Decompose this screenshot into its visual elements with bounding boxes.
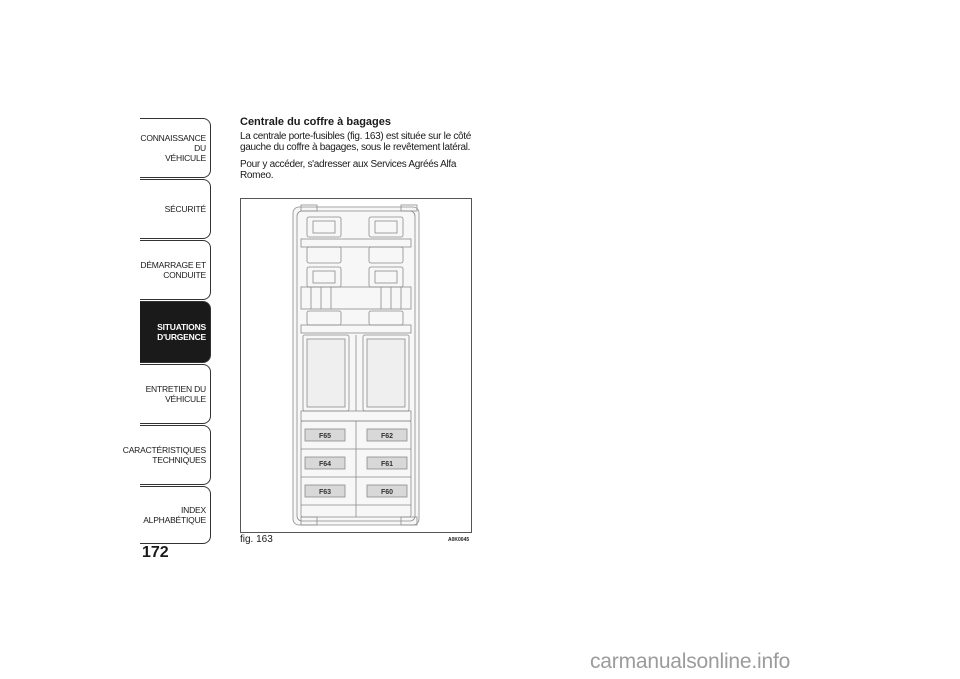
tab-entretien-du-vehicule[interactable]: ENTRETIEN DU VÉHICULE bbox=[140, 364, 211, 424]
paragraph-location: La centrale porte-fusibles (fig. 163) es… bbox=[240, 131, 472, 153]
tab-label: SÉCURITÉ bbox=[164, 204, 207, 214]
tab-label: SITUATIONS D'URGENCE bbox=[157, 322, 206, 342]
fuse-label: F62 bbox=[381, 433, 393, 440]
tab-label: DÉMARRAGE ET CONDUITE bbox=[140, 260, 206, 280]
tab-label: CARACTÉRISTIQUES TECHNIQUES bbox=[122, 445, 206, 465]
tab-index-alphabetique[interactable]: INDEX ALPHABÉTIQUE bbox=[140, 486, 211, 544]
fuse-box-figure: F65 F64 F63 F62 F61 F60 bbox=[240, 198, 472, 533]
section-heading: Centrale du coffre à bagages bbox=[240, 116, 391, 128]
page-number: 172 bbox=[142, 544, 169, 561]
fuse-label: F60 bbox=[381, 489, 393, 496]
fuse-label: F61 bbox=[381, 461, 393, 468]
fuse-label: F65 bbox=[319, 433, 331, 440]
figure-caption: fig. 163 bbox=[240, 534, 273, 545]
tab-demarrage-et-conduite[interactable]: DÉMARRAGE ET CONDUITE bbox=[140, 240, 211, 300]
tab-connaissance-du-vehicule[interactable]: CONNAISSANCE DU VÉHICULE bbox=[140, 118, 211, 178]
tab-label: CONNAISSANCE DU VÉHICULE bbox=[140, 133, 206, 163]
fuse-label: F64 bbox=[319, 461, 331, 468]
tab-situations-d-urgence[interactable]: SITUATIONS D'URGENCE bbox=[140, 301, 211, 363]
watermark-text: carmanualsonline.info bbox=[590, 650, 791, 673]
tab-securite[interactable]: SÉCURITÉ bbox=[140, 179, 211, 239]
paragraph-access: Pour y accéder, s'adresser aux Services … bbox=[240, 159, 457, 181]
fuse-box-diagram: F65 F64 F63 F62 F61 F60 bbox=[292, 204, 420, 526]
fuse-label: F63 bbox=[319, 489, 331, 496]
tab-label: ENTRETIEN DU VÉHICULE bbox=[145, 384, 207, 404]
tab-label: INDEX ALPHABÉTIQUE bbox=[143, 505, 206, 525]
tab-caracteristiques-techniques[interactable]: CARACTÉRISTIQUES TECHNIQUES bbox=[123, 425, 211, 485]
figure-code: A0K0045 bbox=[448, 537, 470, 543]
